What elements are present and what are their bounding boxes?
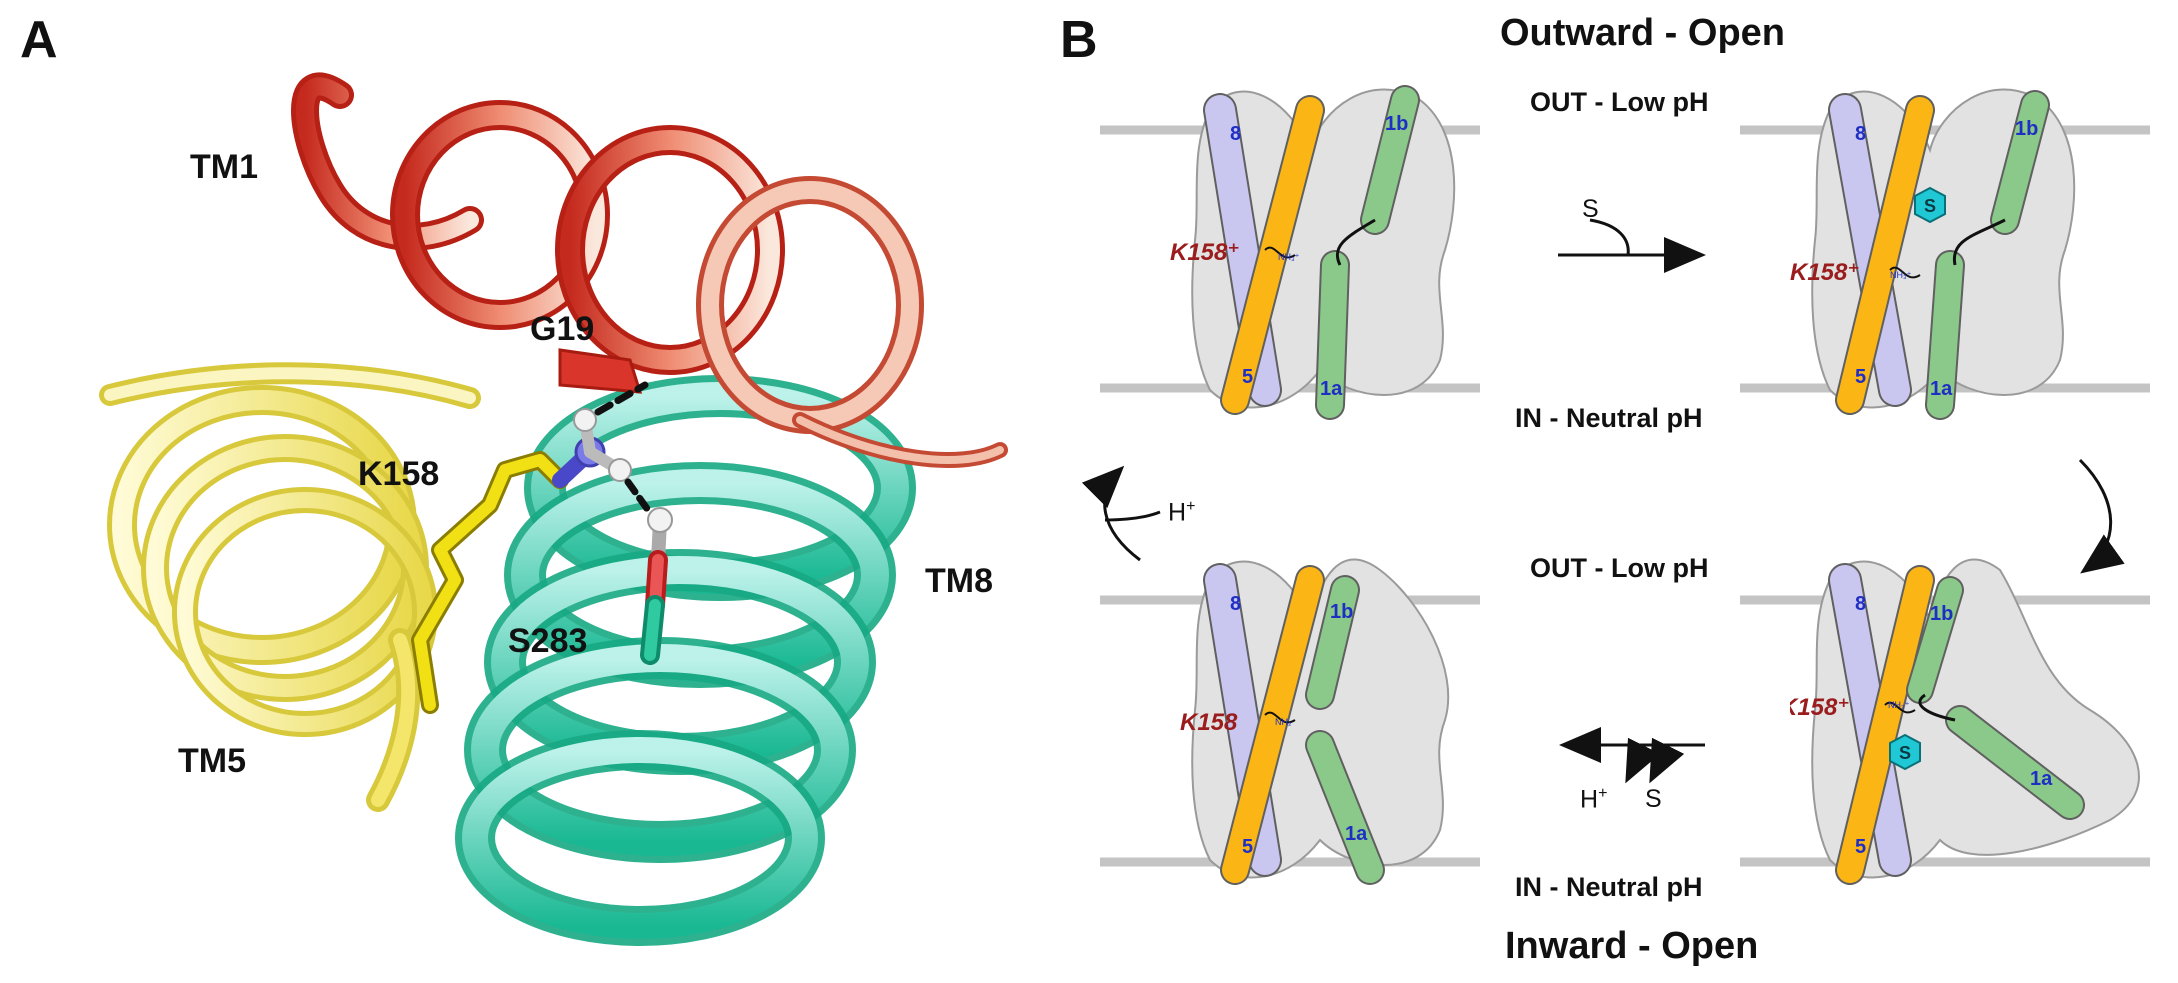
helix5-number: 5 xyxy=(1855,366,1866,388)
release-hook-s xyxy=(1649,737,1685,784)
release-proton-h: H xyxy=(1580,785,1599,814)
release-substrate-label: S xyxy=(1645,785,1662,813)
right-curve-arrow xyxy=(2078,458,2125,574)
helix8-number: 8 xyxy=(1230,593,1241,615)
outward-open-title: Outward - Open xyxy=(1500,12,1785,54)
out-low-ph-label-bottom: OUT - Low pH xyxy=(1530,553,1709,583)
helix1b-number: 1b xyxy=(1330,601,1353,623)
panel-b-letter: B xyxy=(1060,11,1098,69)
bind-hook xyxy=(1589,218,1630,256)
k158-side-chain xyxy=(411,381,652,714)
amine-label: NH₃⁺ xyxy=(1888,700,1910,710)
helix8-number: 8 xyxy=(1230,123,1241,145)
proton-return-h: H xyxy=(1168,498,1187,527)
s283-label: S283 xyxy=(508,622,588,660)
tm5-helix xyxy=(99,362,481,812)
left-curve-arrow xyxy=(1081,465,1141,562)
tm8-label: TM8 xyxy=(925,562,993,600)
k158-charged-label: K158⁺ xyxy=(1170,239,1240,266)
k158-label: K158 xyxy=(358,455,440,493)
helix1b-number: 1b xyxy=(1385,113,1408,135)
helix8-number: 8 xyxy=(1855,593,1866,615)
transporter-outward-bound: S 8 5 1b 1a K158⁺ NH₃⁺ xyxy=(1790,88,2076,420)
transporter-inward-apo: 8 5 1b 1a K158 NH₂ xyxy=(1180,558,1450,885)
in-neutral-ph-label-top: IN - Neutral pH xyxy=(1515,403,1703,433)
substrate-hexagon xyxy=(1889,733,1921,771)
g19-label: G19 xyxy=(530,310,595,348)
helix1b-number: 1b xyxy=(1930,603,1953,625)
helix8-number: 8 xyxy=(1855,123,1866,145)
panel-a-letter: A xyxy=(20,11,58,69)
bind-substrate-label: S xyxy=(1582,195,1599,223)
amine-label: NH₃⁺ xyxy=(1278,252,1300,262)
k158-charged-label: K158⁺ xyxy=(1790,694,1850,721)
k158-neutral-label: K158 xyxy=(1180,709,1238,736)
helix1b-number: 1b xyxy=(2015,118,2038,140)
proton-return-label: H+ xyxy=(1168,498,1195,527)
helix1a-number: 1a xyxy=(1930,378,1953,400)
tm8-helix xyxy=(455,375,916,946)
substrate-label: S xyxy=(1924,196,1936,216)
inward-open-title: Inward - Open xyxy=(1505,925,1759,967)
amine-label: NH₂ xyxy=(1275,717,1292,727)
release-proton-plus: + xyxy=(1598,785,1608,802)
tm1-helix xyxy=(291,72,1008,468)
panel-a-structure xyxy=(99,72,1008,946)
substrate-hexagon xyxy=(1914,186,1946,224)
release-hook-h xyxy=(1625,737,1661,784)
in-neutral-ph-label-bottom: IN - Neutral pH xyxy=(1515,872,1703,902)
amine-label: NH₃⁺ xyxy=(1890,270,1912,280)
s283-side-chain xyxy=(640,507,673,665)
transporter-inward-bound: S 8 5 1b 1a K158⁺ NH₃⁺ xyxy=(1790,558,2140,885)
helix1a-number: 1a xyxy=(1320,378,1343,400)
helix5-number: 5 xyxy=(1242,366,1253,388)
release-proton-label: H+ xyxy=(1580,785,1607,814)
helix5-number: 5 xyxy=(1855,836,1866,858)
proton-hook xyxy=(1104,510,1161,522)
transporter-outward-apo: 8 5 1b 1a K158⁺ NH₃⁺ xyxy=(1170,85,1456,420)
out-low-ph-label-top: OUT - Low pH xyxy=(1530,87,1709,117)
helix1a-number: 1a xyxy=(1345,823,1368,845)
helix5-number: 5 xyxy=(1242,836,1253,858)
k158-charged-label: K158⁺ xyxy=(1790,259,1860,286)
proton-return-plus: + xyxy=(1186,498,1196,515)
helix1a-number: 1a xyxy=(2030,768,2053,790)
tm1-label: TM1 xyxy=(190,148,258,186)
substrate-label: S xyxy=(1899,743,1911,763)
tm5-label: TM5 xyxy=(178,742,246,780)
